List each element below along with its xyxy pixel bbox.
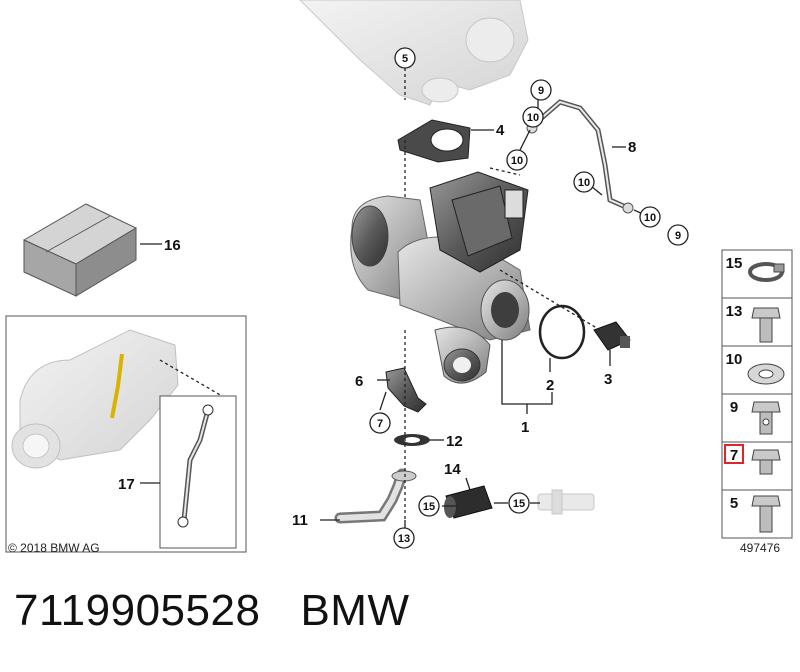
diagram-number: 497476 [740, 541, 780, 555]
callout-11: 11 [292, 512, 308, 529]
gasket-part-4 [397, 119, 471, 163]
fitting [537, 489, 595, 515]
callout-14: 14 [444, 461, 461, 478]
callout-9-bottom: 9 [675, 230, 681, 242]
legend-label: 15 [726, 255, 743, 272]
fastener-icon [751, 495, 781, 533]
callout-circles [369, 47, 689, 549]
callout-15-b: 15 [513, 498, 525, 510]
copyright: © 2018 BMW AG [8, 541, 100, 555]
legend-label: 9 [730, 399, 738, 416]
callout-10-c: 10 [578, 177, 590, 189]
callout-1: 1 [521, 419, 529, 436]
callout-7: 7 [377, 418, 383, 430]
fastener-icon [747, 363, 785, 385]
fastener-icon [751, 401, 781, 435]
callout-9-top: 9 [538, 85, 544, 97]
callout-13: 13 [398, 533, 410, 545]
callout-6: 6 [355, 373, 363, 390]
callout-circle-labels: 5 9 10 10 10 10 9 7 15 15 13 [377, 53, 681, 545]
callout-12: 12 [446, 433, 463, 450]
oil-line-part-8 [526, 99, 634, 214]
callout-5: 5 [402, 53, 408, 65]
leader-lines [140, 68, 646, 528]
callout-16: 16 [164, 237, 181, 254]
callout-10-d: 10 [644, 212, 656, 224]
part-number: 7119905528 [14, 586, 261, 635]
callout-3: 3 [604, 371, 612, 388]
legend-label: 5 [730, 495, 738, 512]
fastener-icon [748, 262, 785, 282]
o-ring-part-2 [538, 304, 586, 360]
legend-label: 13 [726, 303, 743, 320]
callout-4: 4 [496, 122, 505, 139]
callout-17: 17 [118, 476, 135, 493]
legend-label: 7 [730, 447, 738, 464]
legend-highlight-box [724, 444, 744, 464]
part-caption: 7119905528 BMW [14, 586, 409, 636]
legend-label: 10 [726, 351, 743, 368]
gasket-part-12 [394, 434, 430, 446]
fastener-icon [751, 307, 781, 343]
insulation-block-part-16 [22, 203, 138, 297]
hose-part-14 [444, 485, 493, 519]
fastener-icon [751, 449, 781, 475]
oil-return-pipe-part-11 [334, 468, 417, 524]
inset-detail [5, 315, 247, 553]
sensor-part-3 [593, 321, 631, 351]
callout-2: 2 [546, 377, 554, 394]
callout-15-a: 15 [423, 501, 435, 513]
actuator [429, 171, 529, 273]
callout-8: 8 [628, 139, 636, 156]
callout-10-a: 10 [527, 112, 539, 124]
part-brand: BMW [300, 586, 410, 635]
bracket-part-6 [385, 367, 427, 413]
fastener-legend: 15 13 10 9 7 5 [721, 249, 793, 539]
callout-10-b: 10 [511, 155, 523, 167]
callout-labels: 1 2 3 4 6 8 11 12 14 16 17 [118, 122, 636, 529]
